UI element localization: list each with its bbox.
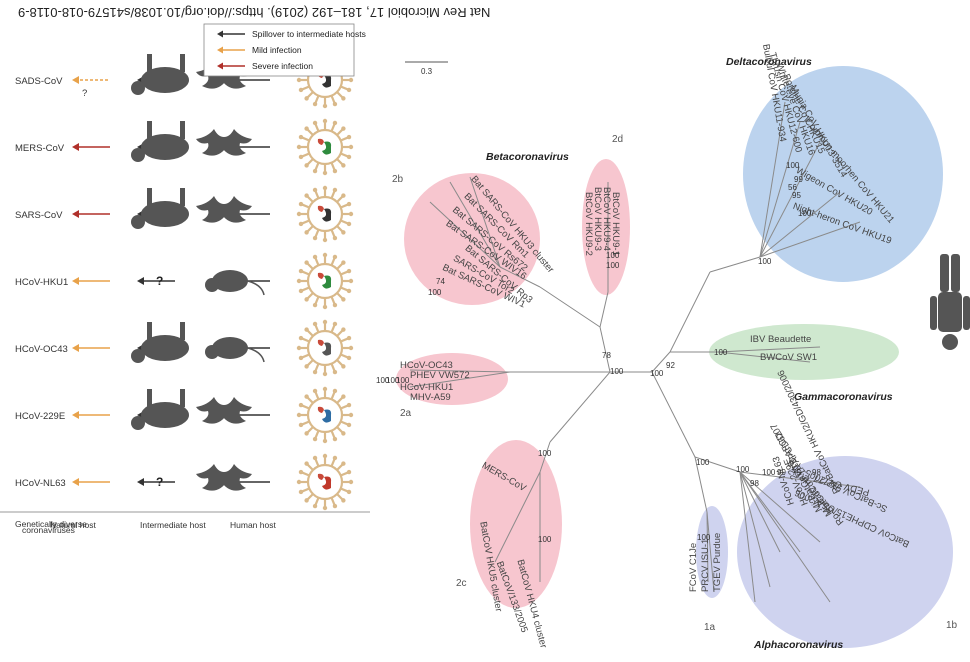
- leaf-beta-2d-3: BtCoV HKU9-2: [583, 192, 594, 256]
- bs-1b-3: 75: [792, 468, 801, 477]
- bs-1b-4: 98: [812, 468, 821, 477]
- virus-name: SADS-CoV: [15, 76, 63, 87]
- phylogenetic-tree: Alphacoronavirus Gammacoronavirus Deltac…: [376, 43, 958, 651]
- genus-beta: Betacoronavirus: [486, 151, 569, 163]
- leaf-beta-2a-3: HCoV-OC43: [400, 360, 453, 371]
- bs-1b-0: 100: [736, 465, 750, 474]
- bs-2b-1: 74: [436, 277, 445, 286]
- pig-icon: [131, 54, 189, 95]
- cattle-icon: [131, 322, 189, 363]
- clade-2d-label: 2d: [612, 134, 623, 145]
- virus-name: HCoV-HKU1: [15, 277, 68, 288]
- coronavirus-particle-icon: [297, 387, 353, 443]
- coronavirus-particle-icon: [297, 186, 353, 242]
- genus-gamma: Gammacoronavirus: [794, 391, 893, 403]
- legend-label: Severe infection: [252, 61, 313, 71]
- bs-2a-2: 100: [376, 376, 390, 385]
- human-figure-icon: [930, 254, 970, 350]
- bat-natural-host-icon: [196, 196, 252, 223]
- host-to-human-arrowhead: [72, 143, 79, 151]
- coronavirus-particle-icon: [297, 253, 353, 309]
- host-to-human-arrowhead: [72, 210, 79, 218]
- header-intermediate-host: Intermediate host: [140, 520, 206, 530]
- coronavirus-particle-icon: [297, 119, 353, 175]
- camel-icon: [131, 121, 189, 162]
- virus-name: HCoV-OC43: [15, 344, 68, 355]
- leaf-beta-2a-0: MHV-A59: [410, 392, 451, 403]
- leaf-alpha-1a-2: FCoV C1Je: [688, 543, 699, 592]
- clade-1b-label: 1b: [946, 620, 958, 631]
- panel-row: HCoV-229E: [15, 387, 353, 443]
- bs-gamma-0: 100: [714, 348, 728, 357]
- bs-2c-0: 100: [538, 449, 552, 458]
- virus-name: HCoV-229E: [15, 411, 65, 422]
- leaf-alpha-1a-0: TGEV Purdue: [712, 533, 723, 592]
- host-to-human-arrowhead: [72, 478, 79, 486]
- panel-row: ? HCoV-NL63: [15, 454, 353, 510]
- bs-2c-1: 100: [538, 535, 552, 544]
- clade-2c-label: 2c: [456, 578, 467, 589]
- natural-to-intermediate-arrowhead: [137, 478, 144, 486]
- bs-1a-1: 100: [696, 458, 710, 467]
- genus-alpha: Alphacoronavirus: [753, 639, 843, 651]
- panel-row: MERS-CoV: [15, 119, 353, 175]
- leaf-alpha-1a-1: PRCV ISU-1: [700, 539, 711, 592]
- bs-2d-1: 100: [606, 251, 620, 260]
- bs-2d-0: 100: [606, 261, 620, 270]
- rodent-natural-host-icon: [205, 270, 264, 295]
- legend-label: Mild infection: [252, 45, 302, 55]
- virus-name: MERS-CoV: [15, 143, 65, 154]
- bs-delta-3: 56: [788, 183, 797, 192]
- panel-row: ? HCoV-HKU1: [15, 253, 353, 309]
- bs-delta-1: 100: [798, 209, 812, 218]
- civet-icon: [131, 188, 189, 229]
- bs-1a-0: 100: [697, 533, 711, 542]
- rodent-natural-host-icon: [205, 337, 264, 362]
- header-natural-host: Natural host: [50, 520, 96, 530]
- host-to-human-arrowhead: [72, 344, 79, 352]
- bs-delta-0: 100: [758, 257, 772, 266]
- panel-row: HCoV-OC43: [15, 320, 353, 376]
- bat-natural-host-icon: [196, 129, 252, 156]
- clade-1a-label: 1a: [704, 622, 716, 633]
- bs-backbone-0: 100: [610, 367, 624, 376]
- leaf-gamma-1: IBV Beaudette: [750, 334, 811, 345]
- virus-name: SARS-CoV: [15, 210, 63, 221]
- clade-2a-label: 2a: [400, 408, 412, 419]
- virus-name: HCoV-NL63: [15, 478, 66, 489]
- clade-2b-label: 2b: [392, 174, 404, 185]
- bs-1b-5: 98: [750, 479, 759, 488]
- panel-row: SARS-CoV: [15, 186, 353, 242]
- bs-delta-4: 99: [794, 175, 803, 184]
- unknown-intermediate-host: ?: [156, 475, 163, 489]
- bs-1b-2: 99: [777, 468, 786, 477]
- bs-delta-2: 95: [792, 191, 801, 200]
- unknown-intermediate-host: ?: [156, 274, 163, 288]
- bs-gamma-1: 92: [666, 361, 675, 370]
- camel-icon: [131, 389, 189, 430]
- coronavirus-particle-icon: [297, 454, 353, 510]
- bs-1b-1: 100: [762, 468, 776, 477]
- host-to-human-arrowhead: [72, 76, 79, 84]
- legend-label: Spillover to intermediate hosts: [252, 29, 366, 39]
- host-to-human-arrowhead: [72, 411, 79, 419]
- bat-natural-host-icon: [196, 464, 252, 491]
- bat-natural-host-icon: [196, 397, 252, 424]
- bs-backbone-1: 78: [602, 351, 611, 360]
- scale-label: 0.3: [421, 67, 433, 76]
- host-to-human-arrowhead: [72, 277, 79, 285]
- uncertain-transmission-note: ?: [82, 88, 87, 99]
- header-human-host: Human host: [230, 520, 276, 530]
- natural-to-intermediate-arrowhead: [137, 277, 144, 285]
- coronavirus-particle-icon: [297, 320, 353, 376]
- bs-delta-5: 100: [786, 161, 800, 170]
- leaf-gamma-0: BWCoV SW1: [760, 352, 817, 363]
- bs-2b-0: 100: [428, 288, 442, 297]
- bs-backbone-2: 100: [650, 369, 664, 378]
- leaf-beta-2a-2: PHEV VW572: [410, 370, 470, 381]
